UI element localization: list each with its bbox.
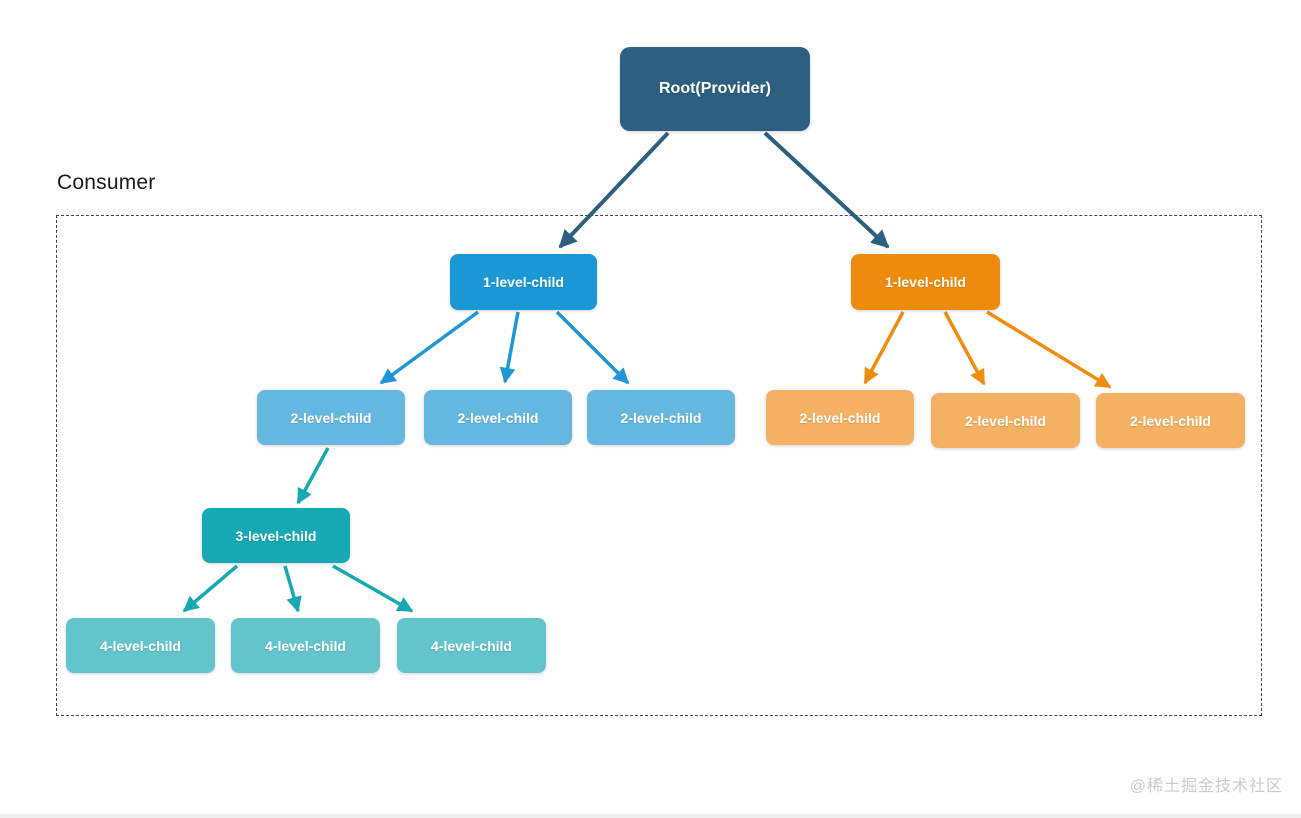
node-2-level-child-blue-2: 2-level-child [424, 390, 572, 445]
node-1-level-child-blue: 1-level-child [450, 254, 597, 310]
node-2-level-child-blue-3: 2-level-child [587, 390, 735, 445]
node-root-provider: Root(Provider) [620, 47, 810, 131]
node-4-level-child-1: 4-level-child [66, 618, 215, 673]
watermark: @稀土掘金技术社区 [1129, 778, 1283, 795]
node-2-level-child-orange-2: 2-level-child [931, 393, 1080, 448]
node-2-level-child-orange-3: 2-level-child [1096, 393, 1245, 448]
bottom-edge-strip [0, 814, 1301, 818]
consumer-label: Consumer [57, 171, 156, 194]
node-1-level-child-orange: 1-level-child [851, 254, 1000, 310]
node-4-level-child-3: 4-level-child [397, 618, 546, 673]
node-2-level-child-orange-1: 2-level-child [766, 390, 914, 445]
node-3-level-child: 3-level-child [202, 508, 350, 563]
node-2-level-child-blue-1: 2-level-child [257, 390, 405, 445]
node-4-level-child-2: 4-level-child [231, 618, 380, 673]
